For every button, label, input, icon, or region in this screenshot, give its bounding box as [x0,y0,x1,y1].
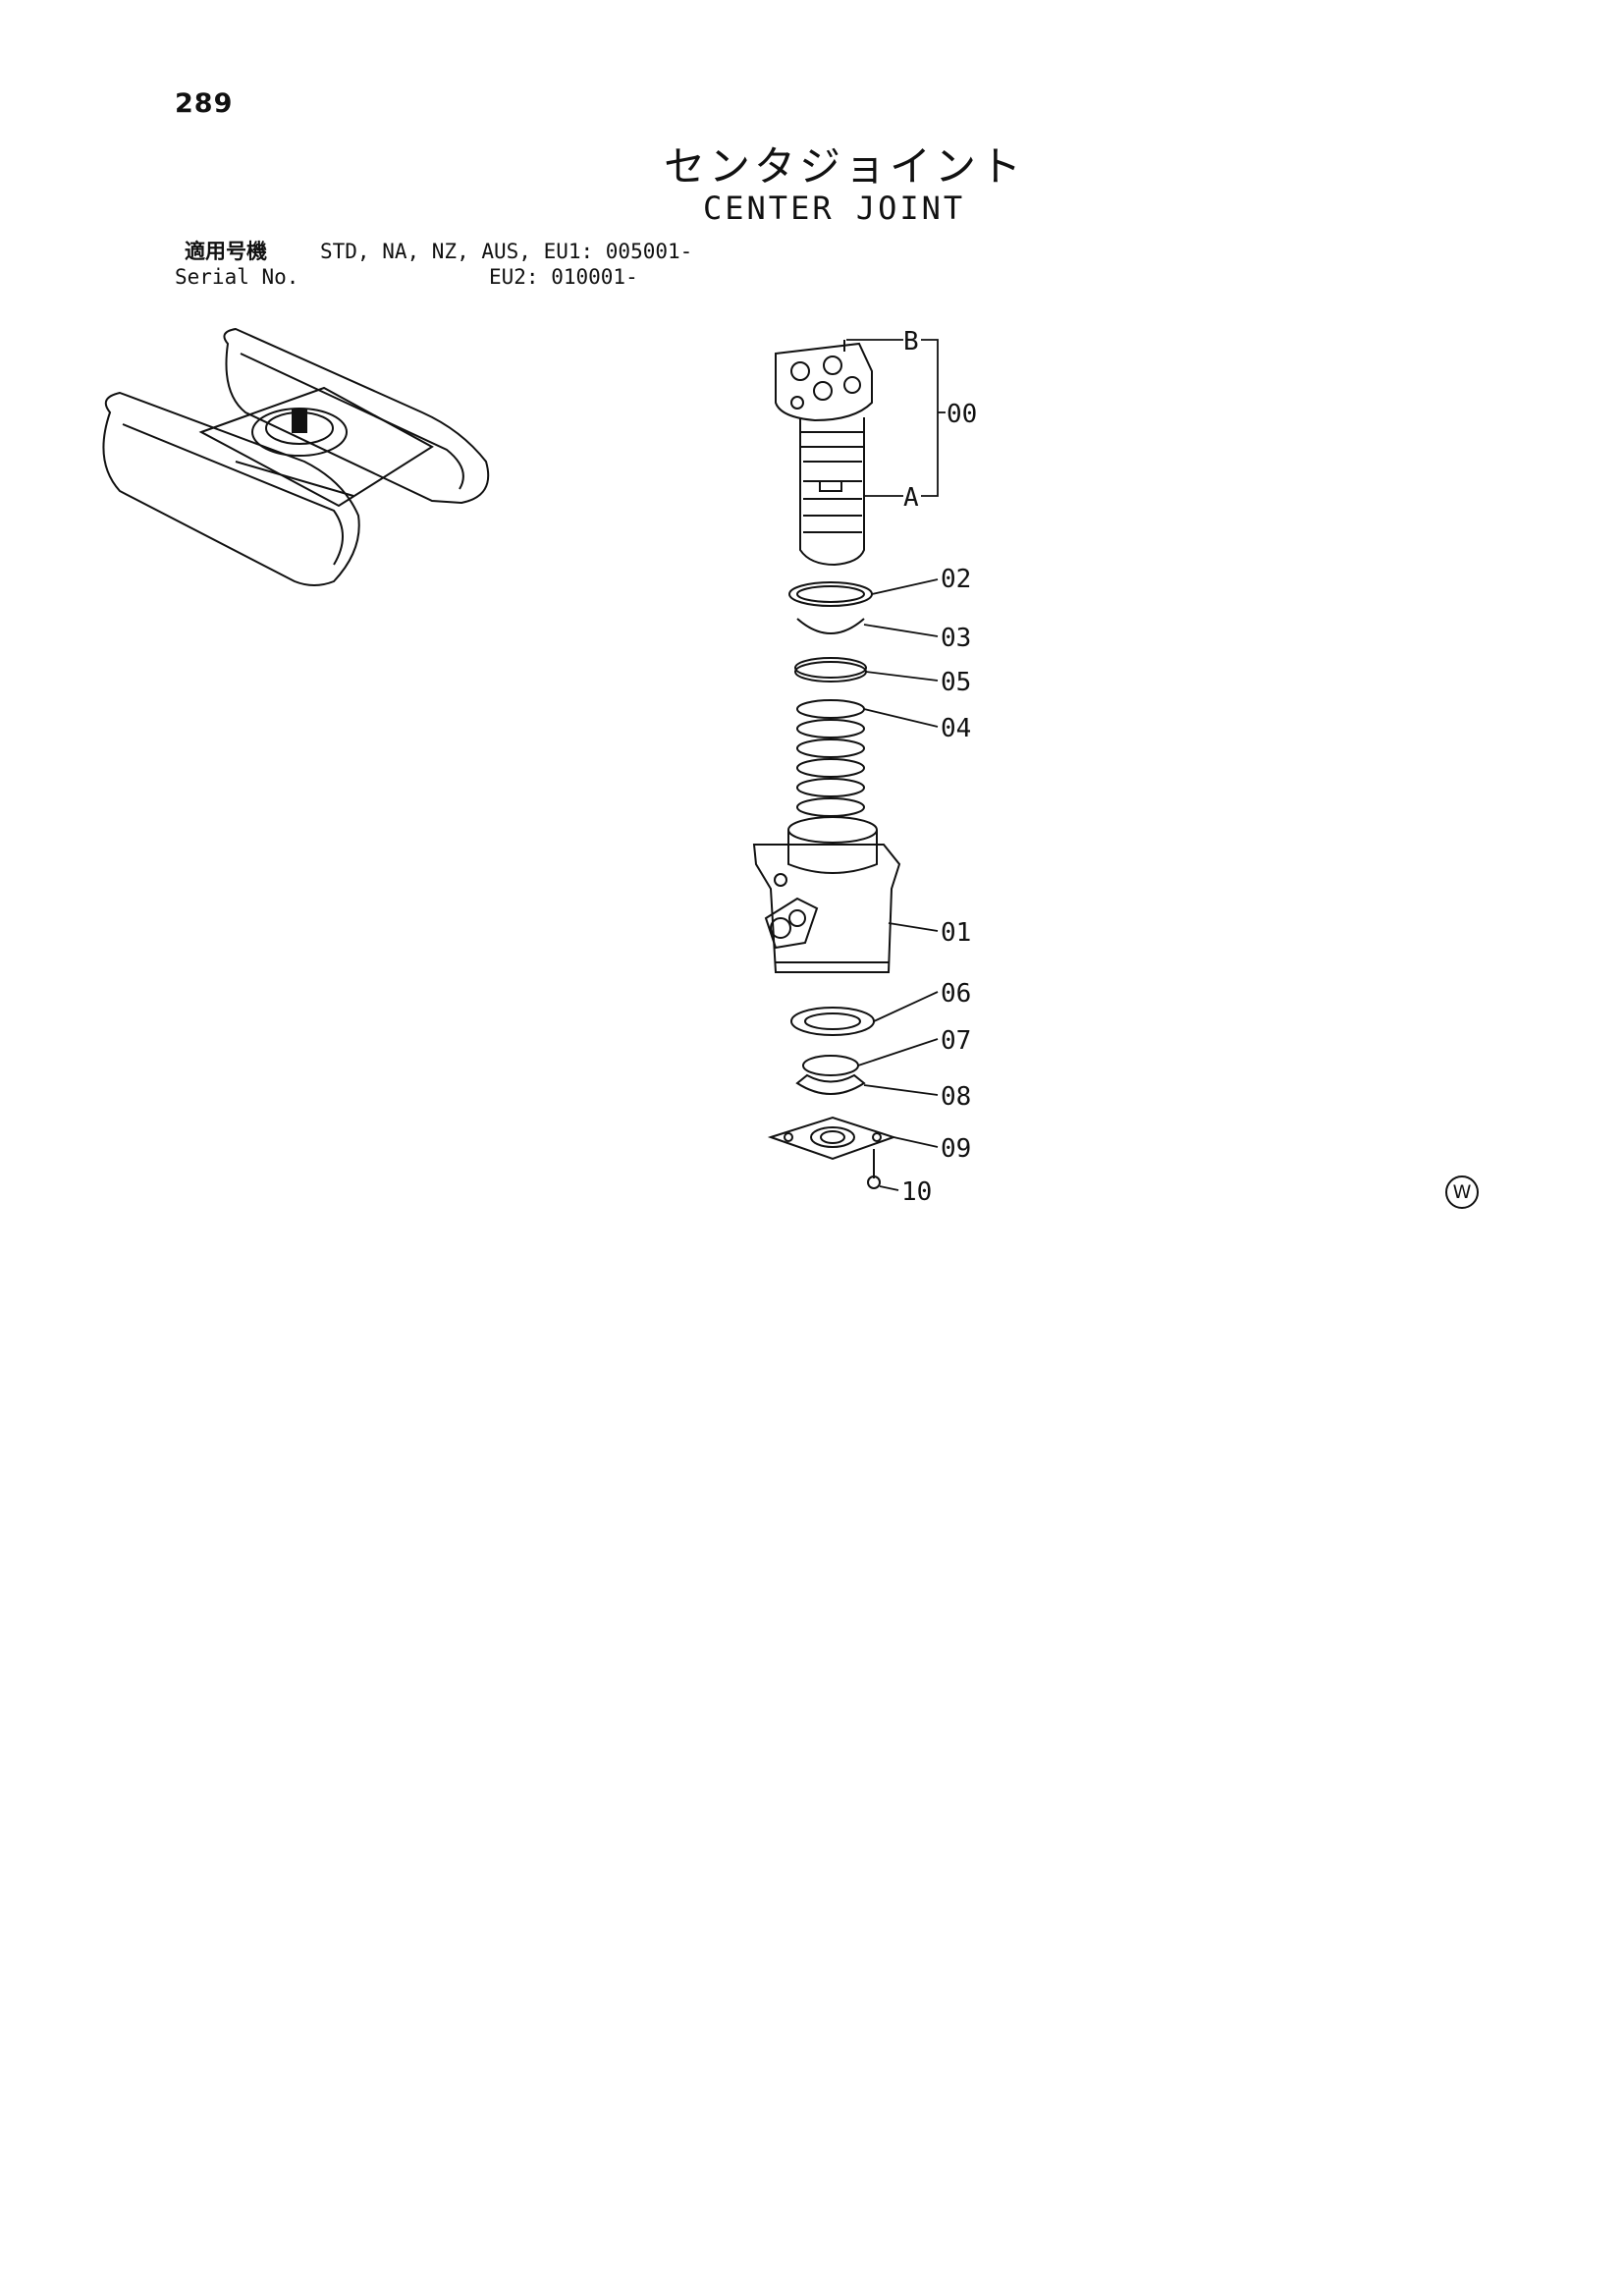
page-number: 289 [175,88,234,119]
serial-applicability: 適用号機 STD, NA, NZ, AUS, EU1: 005001- Seri… [175,239,692,290]
title-japanese: センタジョイント [664,142,1026,191]
callout-07: 07 [941,1026,971,1056]
serial-models-line1: STD, NA, NZ, AUS, EU1: 005001- [320,240,693,263]
callout-06: 06 [941,979,971,1009]
callout-08: 08 [941,1082,971,1112]
callout-B: B [903,327,919,356]
leader-lines [846,339,946,1191]
callout-04: 04 [941,714,971,743]
callout-09: 09 [941,1134,971,1164]
serial-label-jp: 適用号機 [185,240,267,263]
callout-05: 05 [941,668,971,697]
serial-label-en: Serial No. [175,265,299,289]
spring-coils [796,699,865,817]
callout-A: A [903,483,919,513]
callout-10: 10 [901,1177,932,1207]
callout-02: 02 [941,565,971,594]
serial-models-line2: EU2: 010001- [489,265,638,289]
callout-03: 03 [941,624,971,653]
callout-00: 00 [947,400,977,429]
undercarriage-locator-illustration [102,327,490,586]
callout-01: 01 [941,918,971,948]
title-english: CENTER JOINT [703,190,966,227]
center-joint-assembly [752,340,901,1189]
circled-w-mark: W [1445,1175,1479,1209]
serial-row-1: 適用号機 STD, NA, NZ, AUS, EU1: 005001- [175,239,692,264]
serial-row-2: Serial No. EU2: 010001- [175,264,638,290]
